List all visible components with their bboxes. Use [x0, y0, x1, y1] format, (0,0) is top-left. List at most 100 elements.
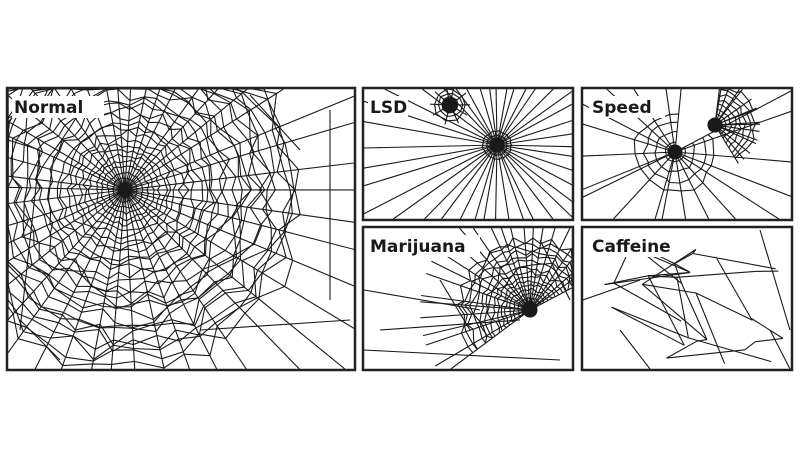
web-frame-thread — [439, 279, 471, 331]
web-radial-thread — [466, 89, 498, 146]
web-spiral-thread — [441, 96, 459, 114]
web-irregular-thread — [681, 283, 708, 340]
web-radial-thread — [124, 89, 219, 191]
web-spiral-thread — [716, 113, 728, 135]
panel-label-caffeine: Caffeine — [592, 237, 671, 257]
web-marijuana — [364, 228, 572, 369]
web-radial-thread — [496, 89, 527, 146]
web-radial-thread — [674, 151, 710, 219]
web-spiral-thread — [112, 177, 138, 203]
web-radial-thread — [510, 228, 531, 311]
web-spiral-thread — [460, 242, 572, 350]
web-radial-thread — [8, 189, 126, 244]
web-spiral-thread — [96, 159, 156, 222]
web-radial-thread — [496, 144, 510, 219]
web-irregular-thread — [619, 329, 651, 369]
web-radial-thread — [496, 144, 534, 219]
web-lsd — [364, 89, 572, 219]
web-radial-thread — [496, 89, 554, 146]
web-radial-thread — [523, 228, 531, 311]
web-irregular-thread — [641, 283, 708, 341]
web-irregular-thread — [744, 341, 756, 351]
web-spiral-thread — [642, 121, 707, 184]
web-radial-thread — [364, 144, 498, 187]
web-irregular-thread — [692, 252, 776, 270]
web-frame-thread — [364, 289, 481, 311]
web-hub — [522, 302, 538, 318]
web-spiral-thread — [10, 89, 239, 305]
web-caffeine — [583, 229, 791, 369]
web-spiral-thread — [8, 89, 263, 329]
web-spiral-thread — [509, 287, 549, 323]
web-radial-thread — [60, 189, 126, 369]
web-hub — [442, 97, 458, 113]
web-spiral-thread — [35, 101, 215, 280]
web-spiral-thread — [486, 134, 508, 157]
web-irregular-thread — [604, 275, 649, 286]
web-frame-thread — [19, 149, 41, 331]
panel-caffeine: Caffeine — [580, 225, 794, 372]
web-radial-thread — [124, 189, 346, 369]
web-spiral-thread — [23, 89, 228, 294]
web-spiral-thread — [520, 300, 538, 316]
web-radial-thread — [496, 144, 572, 171]
web-frame-thread — [249, 94, 301, 151]
web-spiral-thread — [8, 89, 278, 346]
web-spiral-thread — [23, 89, 231, 299]
web-radial-thread — [364, 121, 498, 146]
web-radial-thread — [124, 89, 199, 191]
web-irregular-thread — [674, 263, 683, 284]
web-spiral-thread — [100, 165, 150, 216]
web-irregular-thread — [695, 292, 753, 321]
web-irregular-thread — [688, 337, 772, 363]
web-radial-thread — [8, 120, 126, 191]
web-irregular-thread — [666, 340, 698, 359]
web-spiral-thread — [56, 120, 195, 262]
web-radial-thread — [661, 151, 676, 219]
web-spiral-thread — [481, 129, 513, 161]
web-spiral-thread — [47, 105, 209, 271]
web-spiral-thread — [434, 89, 466, 122]
web-spiral-thread — [82, 149, 169, 232]
web-spiral-thread — [517, 297, 542, 318]
web-radial-thread — [529, 228, 571, 311]
web-radial-thread — [483, 144, 498, 219]
web-radial-thread — [420, 294, 531, 311]
web-radial-thread — [364, 144, 498, 215]
web-radial-thread — [496, 144, 572, 218]
web-normal — [8, 89, 354, 369]
web-radial-thread — [674, 89, 682, 153]
web-frame-thread — [19, 319, 61, 361]
panel-normal: Normal — [5, 86, 357, 372]
web-spiral-thread — [8, 89, 293, 350]
web-radial-thread — [674, 151, 736, 219]
web-radial-thread — [529, 228, 534, 311]
web-spiral-thread — [8, 89, 295, 369]
web-frame-thread — [539, 239, 571, 301]
panel-label-speed: Speed — [592, 98, 652, 118]
web-frame-thread — [364, 349, 561, 361]
web-irregular-thread — [759, 229, 791, 331]
web-radial-thread — [583, 151, 676, 190]
web-radial-thread — [674, 151, 791, 197]
web-spiral-thread — [503, 283, 554, 326]
panel-label-marijuana: Marijuana — [370, 237, 466, 257]
web-irregular-thread — [674, 263, 691, 273]
web-radial-thread — [654, 151, 676, 219]
web-radial-thread — [124, 189, 247, 369]
web-spiral-thread — [70, 136, 177, 245]
web-radial-thread — [441, 144, 498, 219]
web-spiral-thread — [716, 108, 732, 139]
panel-speed: Speed — [580, 86, 794, 222]
web-radial-thread — [583, 151, 676, 157]
web-spiral-thread — [8, 89, 301, 362]
web-radial-thread — [425, 309, 531, 346]
web-irregular-thread — [676, 277, 689, 339]
web-radial-thread — [495, 144, 498, 219]
web-radial-thread — [124, 89, 161, 191]
web-radial-thread — [364, 144, 498, 149]
web-hub — [117, 182, 133, 198]
web-radial-thread — [529, 287, 572, 311]
web-radial-thread — [529, 273, 572, 311]
